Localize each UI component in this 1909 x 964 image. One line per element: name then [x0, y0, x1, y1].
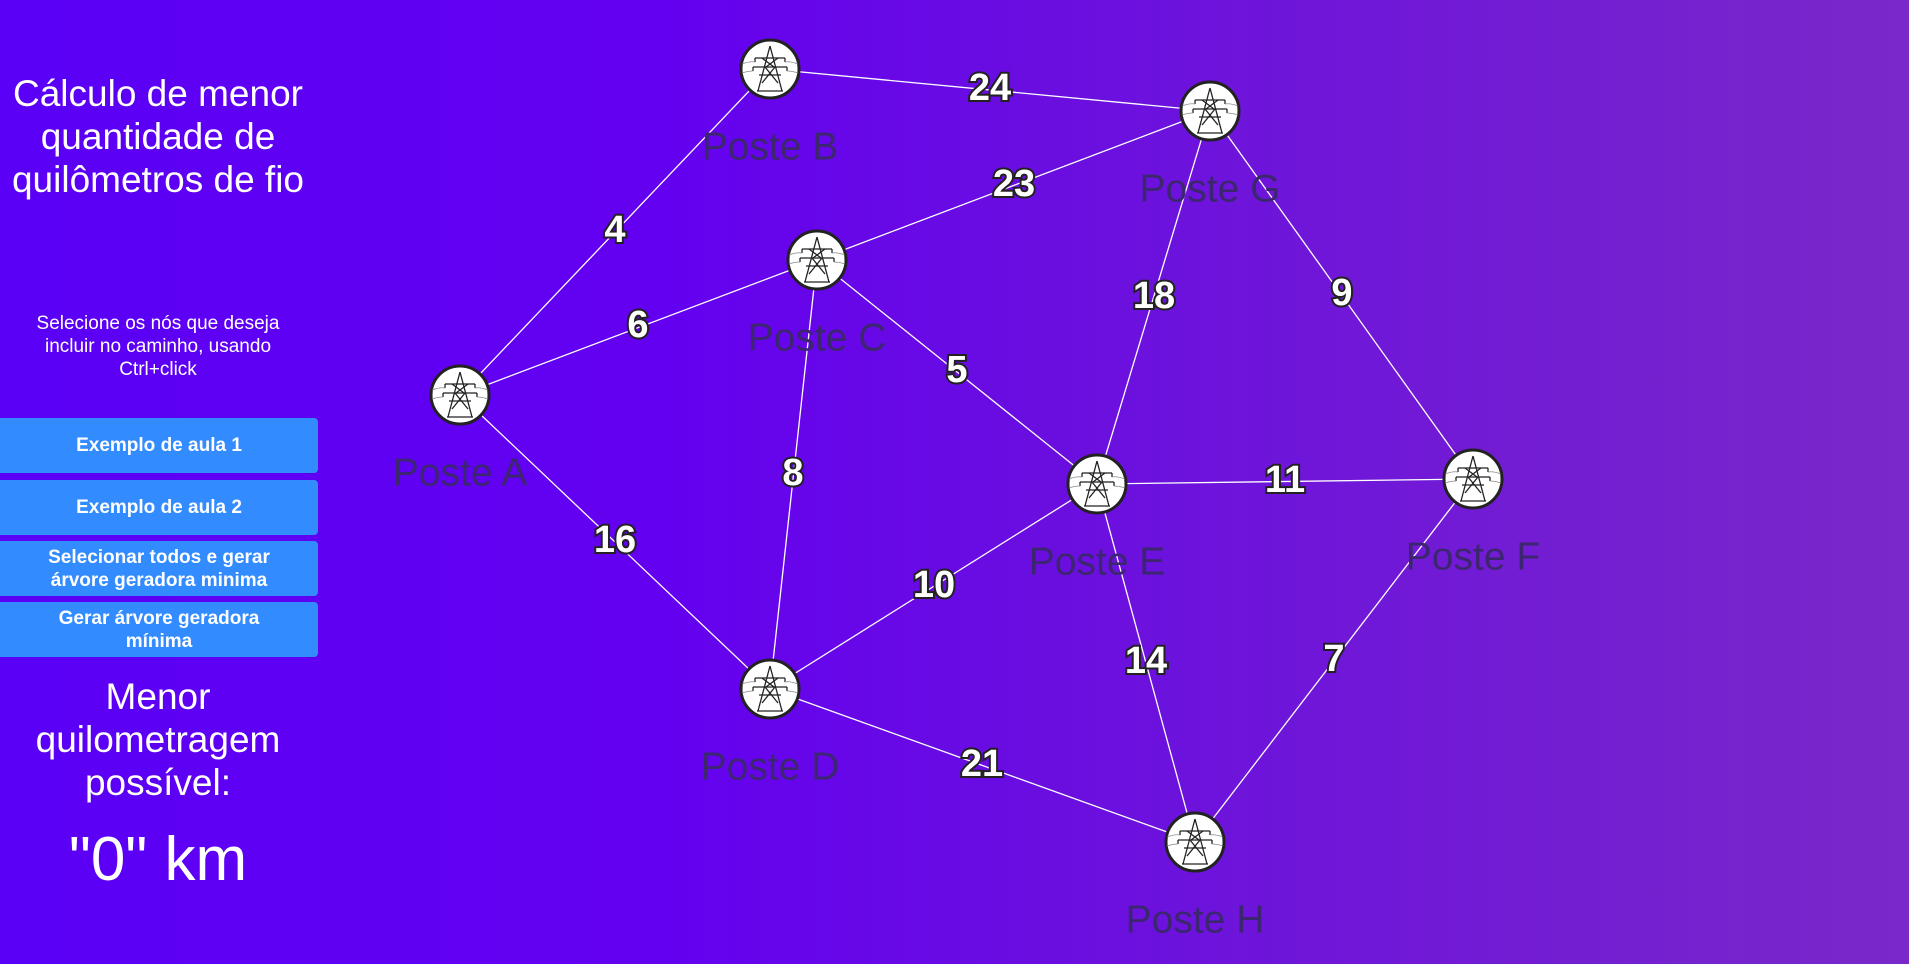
edge-a-b — [459, 68, 771, 396]
node-label: Poste A — [393, 452, 527, 495]
power-pylon-icon — [739, 658, 801, 720]
node-label: Poste F — [1406, 536, 1540, 579]
edge-d-e — [769, 483, 1098, 690]
edge-e-g — [1096, 110, 1211, 485]
edge-b-g — [769, 68, 1211, 112]
power-pylon-icon — [1442, 448, 1504, 510]
power-pylon-icon — [1066, 453, 1128, 515]
edge-weight-label: 11 — [1265, 459, 1305, 501]
node-poste-f[interactable]: Poste F — [1406, 448, 1540, 579]
page-title: Cálculo de menor quantidade de quilômetr… — [11, 73, 305, 200]
generate-mst-button[interactable]: Gerar árvore geradora mínima — [0, 602, 318, 657]
edge-weight-label: 18 — [1133, 275, 1175, 317]
edge-d-h — [769, 688, 1196, 843]
edge-e-h — [1096, 483, 1196, 843]
edge-weight-label: 24 — [969, 67, 1011, 109]
power-pylon-icon — [1179, 80, 1241, 142]
edge-weight-label: 4 — [604, 209, 625, 251]
node-poste-e[interactable]: Poste E — [1029, 453, 1166, 584]
edge-labels-layer: 4 6 16 24 23 8 5 10 21 18 11 14 9 7 — [592, 65, 1355, 787]
edge-c-g — [816, 110, 1211, 261]
node-label: Poste G — [1140, 168, 1281, 211]
edge-a-c — [459, 259, 818, 396]
edge-c-e — [816, 259, 1098, 485]
node-label: Poste H — [1126, 899, 1265, 942]
edge-weight-label: 8 — [782, 452, 803, 494]
edge-g-f — [1209, 110, 1474, 480]
nodes-layer[interactable]: Poste A Poste B Poste C Poste D Poste E Poste… — [393, 38, 1540, 942]
node-poste-a[interactable]: Poste A — [393, 364, 527, 495]
edge-e-f — [1096, 478, 1474, 485]
edge-c-d — [769, 259, 818, 690]
edge-a-d — [459, 394, 771, 690]
node-label: Poste E — [1029, 541, 1166, 584]
result-label: Menor quilometragem possível: — [35, 676, 281, 803]
node-label: Poste B — [702, 126, 839, 169]
select-all-generate-mst-button[interactable]: Selecionar todos e gerar árvore geradora… — [0, 541, 318, 596]
example-2-button[interactable]: Exemplo de aula 2 — [0, 480, 318, 535]
power-pylon-icon — [739, 38, 801, 100]
edge-f-h — [1194, 478, 1474, 843]
edge-weight-label: 16 — [594, 519, 636, 561]
power-pylon-icon — [429, 364, 491, 426]
edge-weight-label: 10 — [913, 564, 955, 606]
power-pylon-icon — [1164, 811, 1226, 873]
edge-weight-label: 23 — [993, 163, 1035, 205]
node-label: Poste C — [748, 317, 887, 360]
edge-weight-label: 14 — [1125, 640, 1167, 682]
edge-weight-label: 6 — [627, 304, 648, 346]
node-poste-g[interactable]: Poste G — [1140, 80, 1281, 211]
node-poste-h[interactable]: Poste H — [1126, 811, 1265, 942]
result-value: "0" km — [68, 825, 248, 894]
node-poste-d[interactable]: Poste D — [701, 658, 840, 789]
node-poste-c[interactable]: Poste C — [748, 229, 887, 360]
edge-weight-label: 9 — [1331, 272, 1352, 314]
edges-layer — [459, 68, 1474, 843]
power-pylon-icon — [786, 229, 848, 291]
node-label: Poste D — [701, 746, 840, 789]
example-1-button[interactable]: Exemplo de aula 1 — [0, 418, 318, 473]
edge-weight-label: 21 — [961, 743, 1003, 785]
sidebar: Cálculo de menor quantidade de quilômetr… — [0, 0, 318, 964]
edge-weight-label: 5 — [946, 349, 967, 391]
instructions-text: Selecione os nós que deseja incluir no c… — [36, 313, 280, 380]
node-poste-b[interactable]: Poste B — [702, 38, 839, 169]
edge-weight-label: 7 — [1323, 638, 1344, 680]
